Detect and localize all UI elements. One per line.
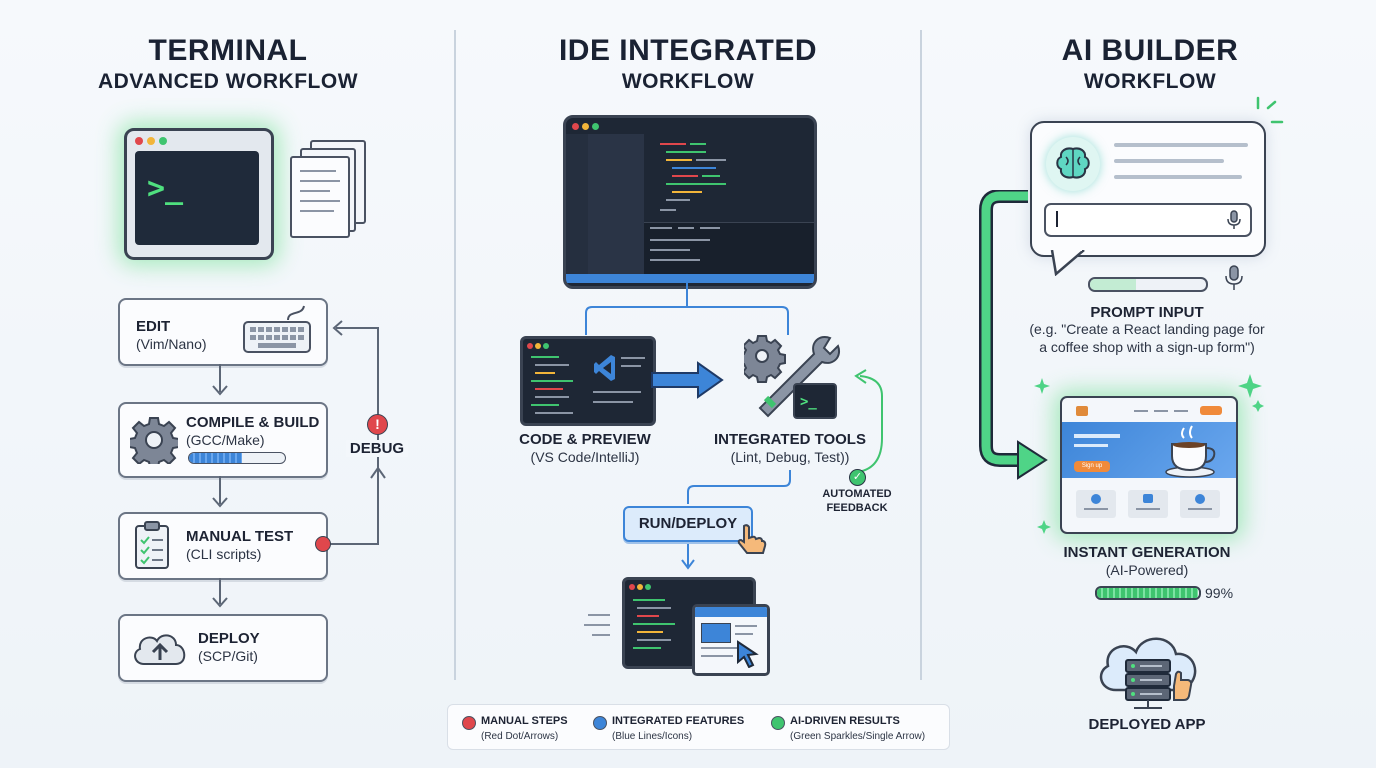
ide-monitor	[563, 115, 817, 289]
tools-to-run-connector	[681, 470, 791, 570]
code-preview-title: CODE & PREVIEW	[519, 431, 651, 448]
step-compile-title: COMPILE & BUILD	[186, 414, 320, 431]
code-preview-sub: (VS Code/IntelliJ)	[530, 449, 640, 465]
deployed-browser-window	[692, 604, 770, 676]
step-compile-sub: (GCC/Make)	[186, 432, 265, 448]
feedback-label-1: AUTOMATED	[822, 488, 892, 500]
vscode-logo-icon	[594, 355, 615, 381]
instant-generation-title: INSTANT GENERATION	[1063, 544, 1231, 561]
column-divider-right	[920, 30, 922, 680]
code-preview-window	[520, 336, 656, 426]
keyboard-icon	[243, 305, 311, 353]
ai-subtitle: WORKFLOW	[1083, 70, 1217, 93]
generation-sparkles	[1034, 374, 1264, 534]
ide-title: IDE INTEGRATED	[558, 34, 818, 67]
wrench-gear-icon: >_	[744, 335, 840, 419]
blue-arrow-right	[651, 361, 724, 399]
flow-arrow-edit-compile	[212, 364, 228, 396]
legend-manual-sub: (Red Dot/Arrows)	[481, 731, 559, 742]
prompt-progress-bar	[1088, 277, 1208, 292]
step-manual-test: MANUAL TEST (CLI scripts)	[118, 512, 328, 580]
gear-icon	[130, 417, 178, 464]
column-divider-left	[454, 30, 456, 680]
generation-progress-label: 99%	[1205, 585, 1234, 601]
cloud-server-icon	[1099, 637, 1197, 709]
legend: MANUAL STEPS (Red Dot/Arrows) INTEGRATED…	[447, 704, 950, 750]
deployed-app-label: DEPLOYED APP	[1088, 716, 1206, 733]
run-deploy-button[interactable]: RUN/DEPLOY	[623, 506, 753, 542]
instant-generation-sub: (AI-Powered)	[1105, 562, 1189, 578]
step-compile-build: COMPILE & BUILD (GCC/Make)	[118, 402, 328, 478]
svg-text:>_: >_	[800, 394, 817, 410]
prompt-input-title: PROMPT INPUT	[1090, 304, 1204, 321]
ide-subtitle: WORKFLOW	[621, 70, 755, 93]
ide-blue-connectors	[585, 283, 789, 335]
prompt-example-line-2: a coffee shop with a sign-up form")	[1039, 339, 1255, 355]
landing-signup-button[interactable]: Sign up	[1074, 461, 1110, 472]
build-progress-bar	[188, 452, 286, 464]
cloud-upload-icon	[134, 634, 186, 665]
coffee-cup-icon	[1165, 425, 1216, 478]
integrated-tools-title: INTEGRATED TOOLS	[714, 431, 866, 448]
mouse-cursor-icon	[737, 640, 759, 668]
green-generation-arrow	[979, 190, 1048, 480]
integrated-tools-sub: (Lint, Debug, Test))	[730, 449, 850, 465]
generated-landing-page: Sign up	[1060, 396, 1238, 534]
feedback-check-icon: ✓	[849, 469, 866, 486]
step-deploy-title: DEPLOY	[198, 630, 260, 647]
prompt-example-line-1: (e.g. "Create a React landing page for	[1029, 321, 1265, 337]
step-deploy: DEPLOY (SCP/Git)	[118, 614, 328, 682]
terminal-window-icon: >_	[124, 128, 274, 260]
legend-dot-integrated	[593, 716, 607, 730]
generation-progress-fill	[1097, 588, 1198, 598]
step-manual-test-title: MANUAL TEST	[186, 528, 294, 545]
chat-sparkle-lines	[1256, 96, 1284, 124]
debug-label: DEBUG	[346, 440, 408, 457]
documents-icon	[290, 140, 370, 240]
microphone-icon[interactable]	[1226, 209, 1242, 231]
legend-ai-sub: (Green Sparkles/Single Arrow)	[790, 731, 926, 742]
legend-ai-title: AI-DRIVEN RESULTS	[790, 715, 900, 727]
feedback-label-2: FEEDBACK	[826, 502, 888, 514]
debug-alert-icon: !	[367, 414, 388, 435]
step-edit: EDIT (Vim/Nano)	[118, 298, 328, 366]
legend-manual-title: MANUAL STEPS	[481, 715, 568, 727]
legend-dot-ai	[771, 716, 785, 730]
feedback-loop-arrow	[854, 369, 883, 473]
legend-dot-manual	[462, 716, 476, 730]
checklist-icon	[135, 521, 169, 569]
manual-test-red-dot	[315, 536, 331, 552]
microphone-outer-icon	[1225, 265, 1243, 290]
legend-integrated-sub: (Blue Lines/Icons)	[612, 731, 693, 742]
build-progress-fill	[189, 453, 242, 463]
ai-title: AI BUILDER	[1061, 34, 1239, 67]
debug-loop-arrow	[322, 320, 386, 545]
terminal-prompt-glyph: >_	[147, 171, 184, 206]
bubble-tail	[1050, 250, 1085, 276]
step-edit-title: EDIT	[136, 318, 171, 335]
speed-lines	[584, 612, 614, 642]
flow-arrow-test-deploy	[212, 578, 228, 608]
hand-pointer-icon	[737, 524, 767, 554]
prompt-chat-bubble	[1030, 121, 1266, 257]
ai-brain-icon	[1046, 137, 1100, 191]
prompt-text-input[interactable]	[1044, 203, 1252, 237]
step-edit-sub: (Vim/Nano)	[136, 336, 207, 352]
generation-progress-bar	[1095, 586, 1201, 600]
legend-integrated-title: INTEGRATED FEATURES	[612, 715, 745, 727]
step-manual-test-sub: (CLI scripts)	[186, 546, 262, 562]
terminal-subtitle: ADVANCED WORKFLOW	[97, 70, 359, 93]
step-deploy-sub: (SCP/Git)	[198, 648, 258, 664]
flow-arrow-compile-test	[212, 476, 228, 508]
terminal-title: TERMINAL	[148, 34, 308, 67]
